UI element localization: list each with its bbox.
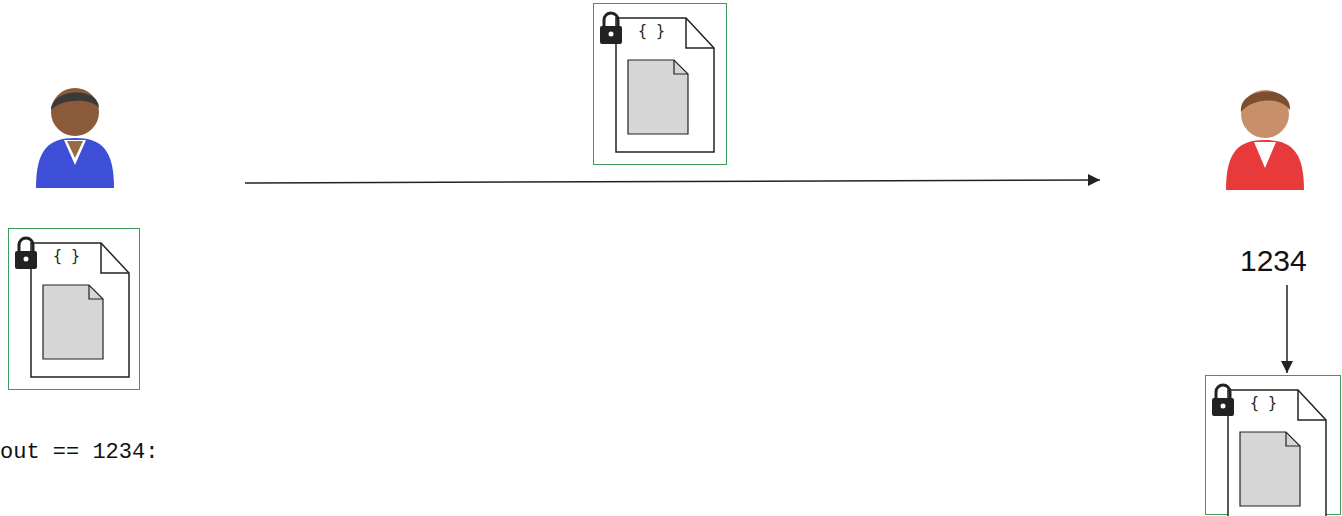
- code-braces: { }: [638, 22, 665, 40]
- inner-file: [43, 285, 103, 359]
- lock-shackle: [604, 13, 618, 26]
- code-line: out == 1234:: [0, 440, 158, 465]
- lock-body: [15, 251, 37, 269]
- inner-fold: [89, 285, 103, 299]
- code-braces: { }: [1250, 394, 1277, 412]
- lock-shackle: [1216, 385, 1230, 398]
- inner-file: [1240, 432, 1300, 506]
- code-braces: { }: [53, 247, 80, 265]
- transfer-arrow: [245, 180, 1100, 183]
- file-outline: [31, 243, 129, 377]
- file-fold: [1298, 390, 1326, 420]
- lock-keyhole: [24, 257, 29, 262]
- file-outline: [1228, 390, 1326, 516]
- lock-keyhole: [609, 32, 614, 37]
- inner-file: [628, 60, 688, 134]
- file-fold: [686, 18, 714, 48]
- inner-fold: [674, 60, 688, 74]
- pin-number: 1234: [1240, 244, 1307, 278]
- encrypted-file-box: { }: [593, 3, 727, 165]
- person-icon: [1226, 90, 1304, 190]
- person-icon: [36, 88, 114, 188]
- lock-body: [1212, 398, 1234, 416]
- pin-arrow: [1286, 285, 1288, 373]
- file-fold: [101, 243, 129, 273]
- inner-fold: [1286, 432, 1300, 446]
- encrypted-file-box: { }: [1205, 375, 1341, 515]
- lock-keyhole: [1221, 404, 1226, 409]
- file-outline: [616, 18, 714, 152]
- encrypted-file-box: { }: [8, 228, 140, 390]
- lock-shackle: [19, 238, 33, 251]
- lock-body: [600, 26, 622, 44]
